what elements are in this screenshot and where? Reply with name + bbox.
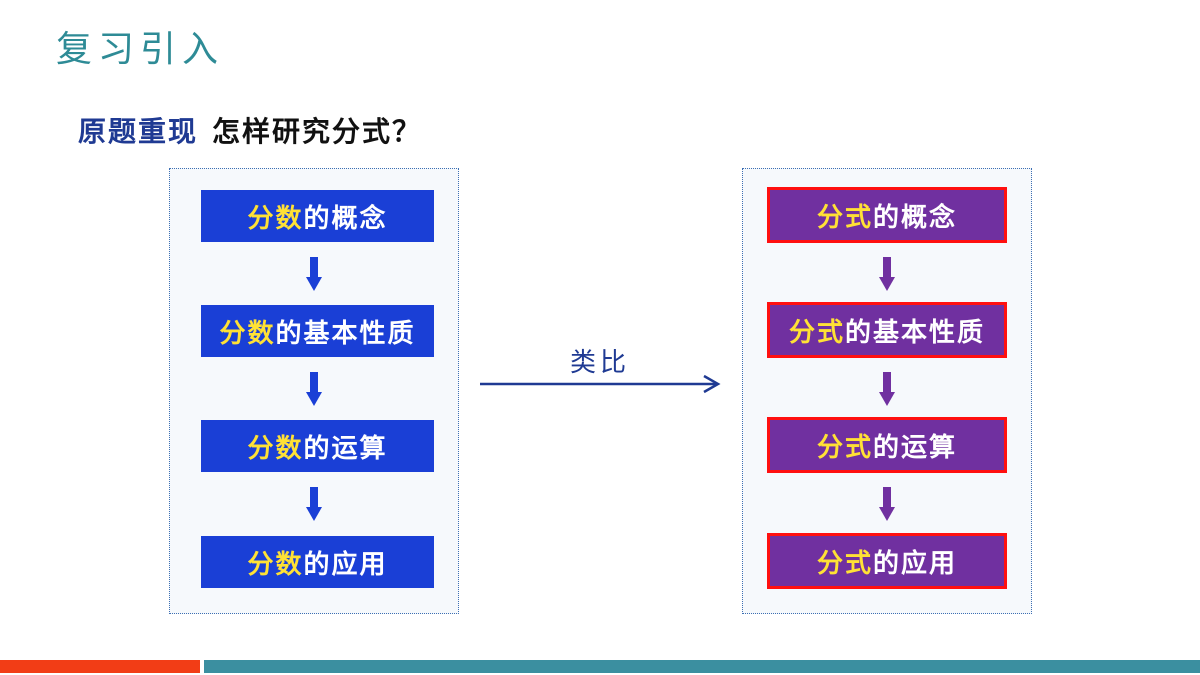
fraction-application-box: 分数的应用	[201, 536, 434, 588]
fraction-flow-panel: 分数的概念 分数的基本性质 分数的运算 分数的应用	[169, 168, 459, 614]
box-text: 的运算	[873, 432, 958, 463]
arrow-down-icon	[879, 372, 895, 406]
algebraic-fraction-operation-box: 分式的运算	[767, 417, 1007, 473]
footer-bar-teal	[204, 660, 1200, 673]
box-highlight: 分数	[219, 318, 276, 349]
algebraic-fraction-application-box: 分式的应用	[767, 533, 1007, 589]
fraction-property-box: 分数的基本性质	[201, 305, 434, 357]
arrow-down-icon	[879, 487, 895, 521]
box-text: 的基本性质	[845, 317, 986, 348]
algebraic-fraction-concept-box: 分式的概念	[767, 187, 1007, 243]
algebraic-fraction-property-box: 分式的基本性质	[767, 302, 1007, 358]
box-highlight: 分数	[247, 549, 304, 580]
box-text: 的概念	[873, 202, 958, 233]
analogy-label: 类比	[570, 348, 631, 378]
box-highlight: 分数	[247, 203, 304, 234]
arrow-down-icon	[306, 372, 322, 406]
slide-title: 复习引入	[56, 29, 225, 70]
box-highlight: 分式	[788, 317, 845, 348]
subtitle: 原题重现怎样研究分式？	[78, 110, 422, 150]
box-highlight: 分数	[247, 433, 304, 464]
box-highlight: 分式	[816, 202, 873, 233]
box-text: 的基本性质	[275, 318, 416, 349]
subtitle-question: 怎样研究分式？	[212, 115, 423, 148]
box-text: 的应用	[873, 548, 958, 579]
box-text: 的概念	[303, 203, 388, 234]
box-text: 的运算	[303, 433, 388, 464]
algebraic-fraction-flow-panel: 分式的概念 分式的基本性质 分式的运算 分式的应用	[742, 168, 1032, 614]
footer-bar-red	[0, 660, 200, 673]
subtitle-label: 原题重现	[78, 115, 199, 148]
box-highlight: 分式	[816, 432, 873, 463]
arrow-right-icon	[480, 374, 721, 394]
fraction-concept-box: 分数的概念	[201, 190, 434, 242]
box-highlight: 分式	[816, 548, 873, 579]
box-text: 的应用	[303, 549, 388, 580]
arrow-down-icon	[306, 257, 322, 291]
arrow-down-icon	[879, 257, 895, 291]
fraction-operation-box: 分数的运算	[201, 420, 434, 472]
arrow-down-icon	[306, 487, 322, 521]
